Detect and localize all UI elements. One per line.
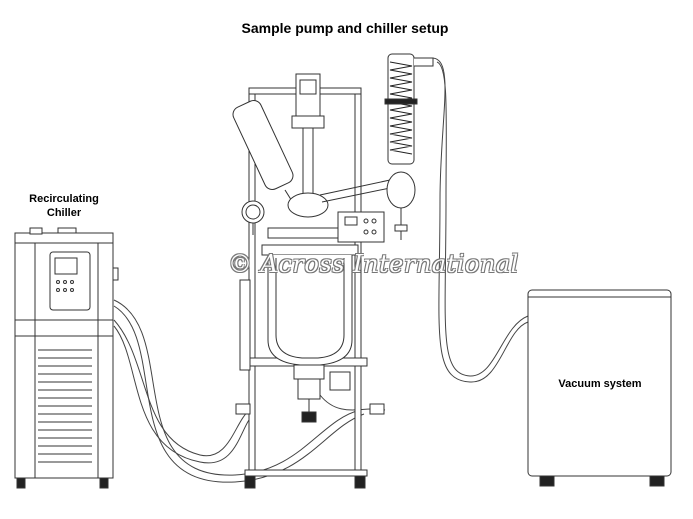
condenser	[384, 53, 434, 240]
recirculating-chiller	[14, 227, 119, 489]
bottom-valves	[235, 371, 385, 415]
vacuum-casters	[539, 475, 665, 487]
chiller-hose-4	[113, 305, 365, 483]
chiller-hose-1	[113, 319, 251, 457]
diagram-title: Sample pump and chiller setup	[241, 20, 449, 36]
control-box	[337, 211, 385, 243]
vacuum-label: Vacuum system	[558, 378, 642, 390]
vacuum-hose-2	[436, 61, 529, 377]
chiller-label-line1: Recirculating	[29, 193, 99, 205]
addition-funnel	[232, 100, 301, 215]
chiller-label-line2: Chiller	[46, 207, 82, 219]
chiller-vent-grille	[38, 349, 92, 463]
hoses	[113, 57, 529, 483]
chiller-hose-2	[113, 325, 255, 464]
chiller-casters	[16, 477, 109, 489]
chiller-label: Recirculating Chiller	[14, 192, 114, 220]
watermark: © Across International	[228, 250, 519, 278]
vacuum-hose-1	[432, 57, 529, 383]
pressure-gauge	[241, 200, 265, 235]
stirrer-motor	[291, 73, 325, 199]
reactor-vessel	[261, 244, 359, 423]
vacuum-system	[527, 289, 672, 487]
chiller-hose-3	[113, 299, 361, 476]
